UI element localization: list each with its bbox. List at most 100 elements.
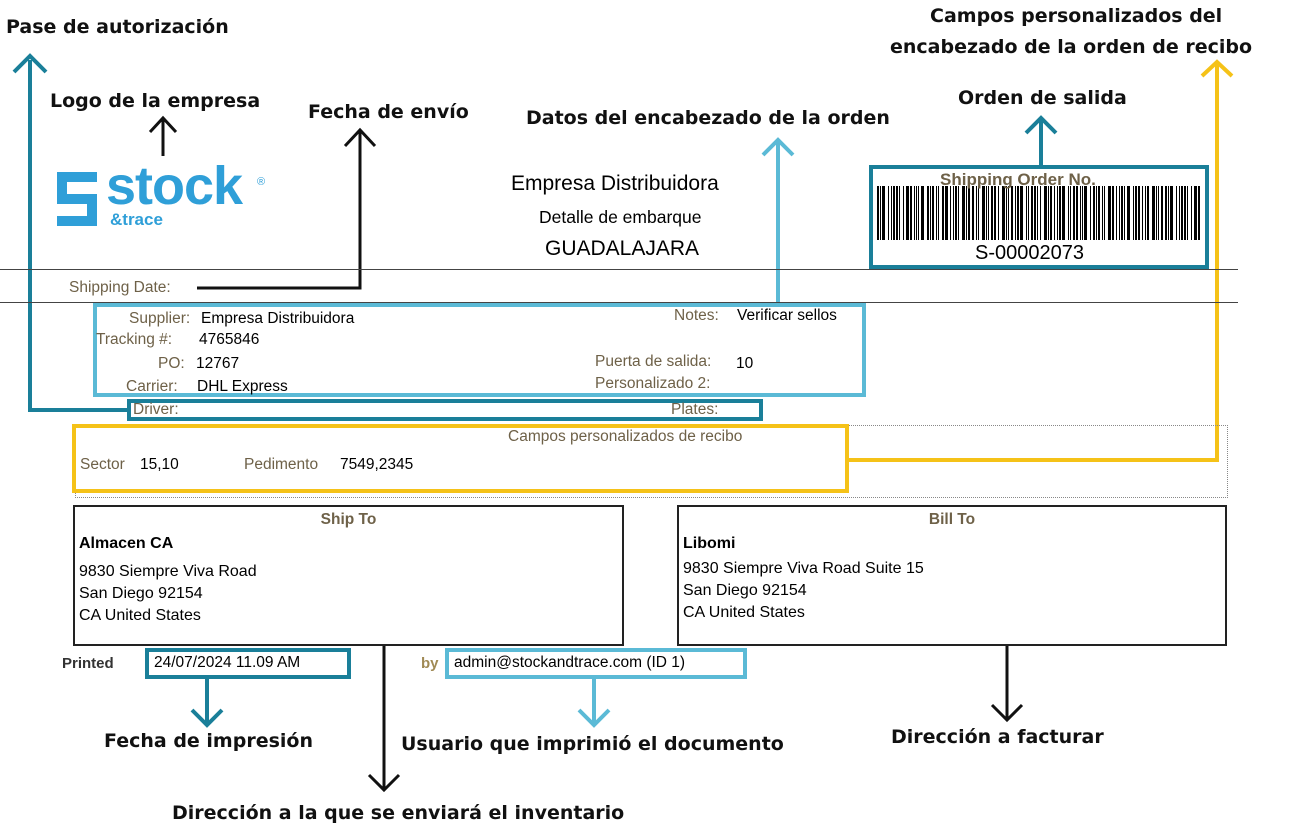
carrier-value: DHL Express [197, 378, 288, 395]
barcode-bar [972, 186, 974, 240]
barcode-bar [903, 186, 904, 240]
ship-to-name: Almacen CA [79, 535, 174, 552]
arrowhead-bill-address [990, 703, 1024, 723]
barcode-bar [962, 186, 965, 240]
sector-label: Sector [80, 456, 125, 473]
printed-value: 24/07/2024 11.09 AM [154, 654, 301, 671]
arrow-authorization-pass [28, 60, 127, 412]
supplier-value: Empresa Distribuidora [201, 310, 355, 327]
barcode-bar [982, 186, 985, 240]
printed-by-box [445, 648, 747, 679]
arrowhead-ship-address [367, 773, 401, 793]
barcode-bar [994, 186, 996, 240]
receipt-custom-box [72, 424, 849, 493]
barcode-bar [918, 186, 919, 240]
barcode-bar [1044, 186, 1047, 240]
barcode-bar [1040, 186, 1041, 240]
barcode-bar [958, 186, 959, 240]
barcode-bar [1147, 186, 1149, 240]
barcode-bar [1104, 186, 1105, 240]
barcode-bar [953, 186, 954, 240]
barcode-bar [1112, 186, 1114, 240]
bill-to-box: Bill To Libomi 9830 Siempre Viva Road Su… [677, 505, 1227, 646]
barcode-bar [1124, 186, 1125, 240]
by-label: by [421, 655, 439, 672]
barcode-bar [936, 186, 937, 240]
barcode-bar [1068, 186, 1069, 240]
barcode-bar [1102, 186, 1103, 240]
barcode-bar [1156, 186, 1157, 240]
exit-door-label: Puerta de salida: [595, 353, 712, 370]
logo-word: stock [106, 156, 243, 216]
tracking-label: Tracking #: [96, 331, 173, 348]
barcode-bar [1184, 186, 1186, 240]
barcode [877, 186, 1200, 240]
barcode-bar [927, 186, 929, 240]
ship-to-box: Ship To Almacen CA 9830 Siempre Viva Roa… [73, 505, 624, 646]
arrow-custom-fields [849, 62, 1219, 462]
barcode-bar [966, 186, 967, 240]
barcode-bar [1170, 186, 1173, 240]
barcode-bar [988, 186, 989, 240]
annotation-ship-address: Dirección a la que se enviará el inventa… [172, 802, 625, 824]
barcode-bar [1031, 186, 1033, 240]
barcode-bar [1152, 186, 1155, 240]
authorization-pass-box [127, 399, 763, 421]
divider-bottom [0, 302, 1238, 303]
by-value: admin@stockandtrace.com (ID 1) [454, 654, 686, 671]
notes-value: Verificar sellos [737, 307, 837, 324]
barcode-bar [1080, 186, 1081, 240]
sector-value: 15,10 [140, 456, 179, 473]
barcode-bar [1138, 186, 1140, 240]
barcode-bar [1158, 186, 1159, 240]
barcode-bar [880, 186, 881, 240]
print-date-box [145, 648, 351, 679]
barcode-bar [1054, 186, 1055, 240]
arrowhead-print-date [190, 708, 224, 728]
barcode-bar [1084, 186, 1087, 240]
barcode-bar [1090, 186, 1091, 240]
barcode-bar [986, 186, 987, 240]
bill-to-title: Bill To [928, 511, 976, 528]
city: GUADALAJARA [545, 237, 700, 260]
divider-top [0, 269, 1238, 270]
barcode-bar [1108, 186, 1111, 240]
annotation-printed-by: Usuario que imprimió el documento [401, 733, 784, 755]
receipt-custom-title: Campos personalizados de recibo [508, 428, 743, 445]
annotation-custom-fields-line2: encabezado de la orden de recibo [890, 36, 1253, 58]
barcode-bar [1127, 186, 1130, 240]
barcode-bar [1070, 186, 1071, 240]
ship-to-line1: 9830 Siempre Viva Road [79, 563, 257, 580]
barcode-bar [1026, 186, 1027, 240]
annotation-print-date: Fecha de impresión [104, 730, 313, 752]
barcode-bar [932, 186, 934, 240]
barcode-bar [1116, 186, 1117, 240]
barcode-bar [1011, 186, 1013, 240]
arrowhead-logo [148, 115, 178, 134]
company-name: Empresa Distribuidora [511, 172, 719, 195]
barcode-bar [1133, 186, 1134, 240]
barcode-bar [906, 186, 909, 240]
barcode-bar [1002, 186, 1005, 240]
barcode-bar [1161, 186, 1163, 240]
barcode-bar [1017, 186, 1019, 240]
logo-sub: &trace [110, 210, 163, 229]
bill-to-line1: 9830 Siempre Viva Road Suite 15 [683, 560, 924, 577]
barcode-bar [991, 186, 993, 240]
bill-to-name: Libomi [683, 535, 736, 552]
barcode-bar [930, 186, 931, 240]
barcode-bar [1037, 186, 1038, 240]
arrow-ship-date [197, 130, 362, 290]
barcode-bar [1187, 186, 1188, 240]
barcode-bar [1015, 186, 1016, 240]
barcode-bar [899, 186, 900, 240]
pedimento-label: Pedimento [244, 456, 319, 473]
carrier-label: Carrier: [126, 378, 178, 395]
barcode-bar [921, 186, 924, 240]
arrowhead-exit-order [1024, 115, 1058, 135]
barcode-bar [938, 186, 939, 240]
barcode-bar [942, 186, 944, 240]
ship-to-line2: San Diego 92154 [79, 585, 203, 602]
arrowhead-custom-fields [1200, 59, 1234, 78]
driver-label: Driver: [133, 401, 179, 418]
